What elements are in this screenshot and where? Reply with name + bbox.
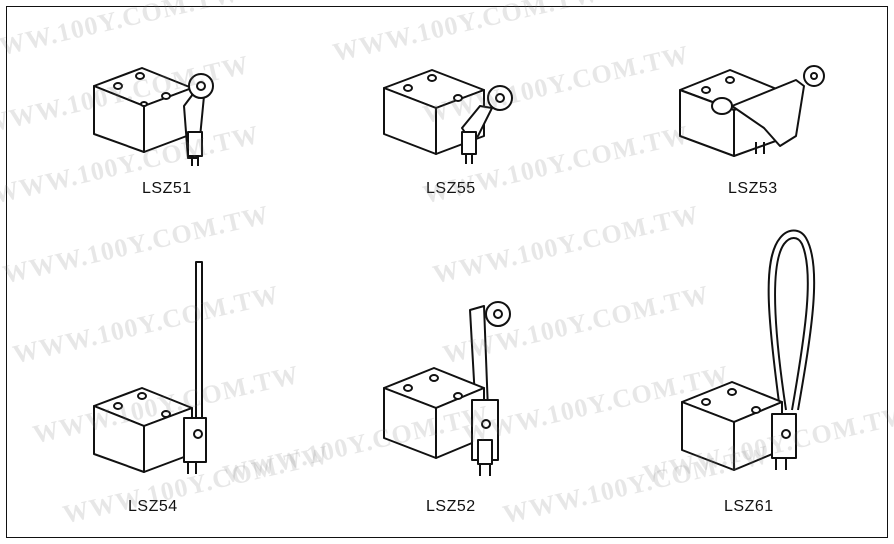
switch-lsz52: LSZ52 bbox=[380, 290, 600, 515]
switch-lsz53: LSZ53 bbox=[676, 62, 894, 262]
switch-lsz51: LSZ51 bbox=[88, 62, 308, 262]
switch-model-label: LSZ55 bbox=[426, 180, 476, 197]
switch-model-label: LSZ53 bbox=[728, 180, 778, 197]
lsz61-loop-lever-drawing bbox=[681, 229, 816, 471]
switch-model-label: LSZ51 bbox=[142, 180, 192, 197]
lsz54-rod-lever-drawing bbox=[93, 261, 207, 474]
switch-lsz55: LSZ55 bbox=[380, 62, 600, 262]
switch-model-label: LSZ54 bbox=[128, 498, 178, 515]
lsz52-adjustable-long-roller-lever-drawing bbox=[383, 301, 511, 476]
switch-lsz61: LSZ61 bbox=[676, 220, 894, 515]
lsz51-roller-lever-drawing bbox=[93, 67, 214, 166]
switch-model-label: LSZ61 bbox=[724, 498, 774, 515]
switch-lsz54: LSZ54 bbox=[88, 260, 308, 515]
switch-model-label: LSZ52 bbox=[426, 498, 476, 515]
lsz55-short-roller-lever-drawing bbox=[383, 69, 513, 164]
lsz53-adjustable-roller-lever-drawing bbox=[679, 65, 825, 157]
